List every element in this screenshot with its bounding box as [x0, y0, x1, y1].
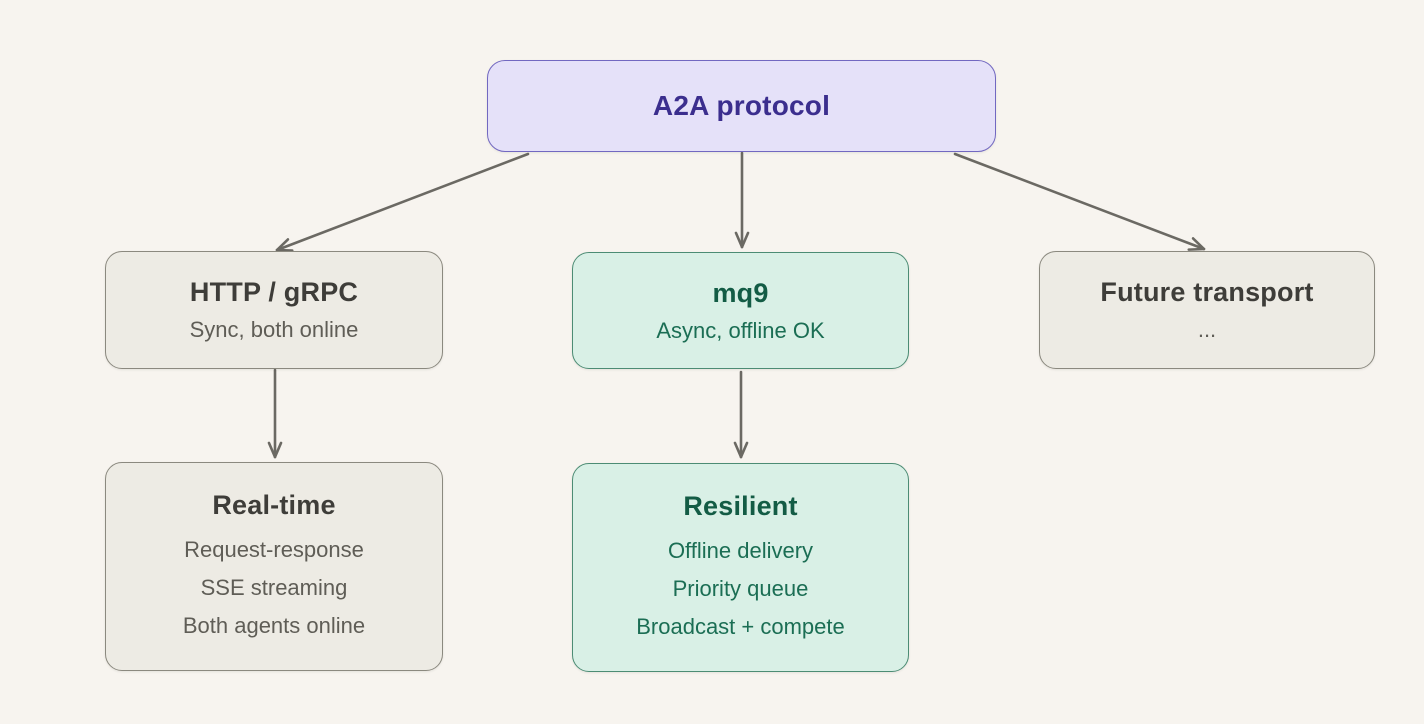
node-http-grpc: HTTP / gRPC Sync, both online: [105, 251, 443, 369]
node-http-grpc-title: HTTP / gRPC: [189, 277, 359, 307]
edge-root-to-future: [953, 152, 1206, 251]
node-mq9: mq9 Async, offline OK: [572, 252, 909, 369]
list-item: Offline delivery: [667, 538, 814, 563]
node-resilient-items: Offline delivery Priority queue Broadcas…: [636, 532, 845, 646]
node-real-time: Real-time Request-response SSE streaming…: [105, 462, 443, 671]
node-future-transport-title: Future transport: [1100, 277, 1314, 307]
list-item: Both agents online: [182, 613, 366, 638]
node-resilient: Resilient Offline delivery Priority queu…: [572, 463, 909, 672]
node-mq9-subtitle: Async, offline OK: [656, 317, 825, 343]
list-item: Priority queue: [672, 576, 809, 601]
node-future-transport-subtitle: ...: [1197, 317, 1217, 342]
node-resilient-title: Resilient: [683, 491, 798, 521]
node-real-time-items: Request-response SSE streaming Both agen…: [183, 531, 365, 645]
node-http-grpc-subtitle: Sync, both online: [189, 317, 359, 342]
node-mq9-title: mq9: [712, 277, 769, 308]
list-item: Request-response: [184, 537, 364, 562]
node-a2a-protocol: A2A protocol: [487, 60, 996, 152]
node-real-time-title: Real-time: [212, 490, 336, 520]
edge-root-to-http: [275, 152, 530, 252]
node-a2a-protocol-label: A2A protocol: [652, 90, 831, 121]
list-item: SSE streaming: [200, 575, 348, 600]
list-item: Broadcast + compete: [636, 614, 845, 639]
node-future-transport: Future transport ...: [1039, 251, 1375, 369]
